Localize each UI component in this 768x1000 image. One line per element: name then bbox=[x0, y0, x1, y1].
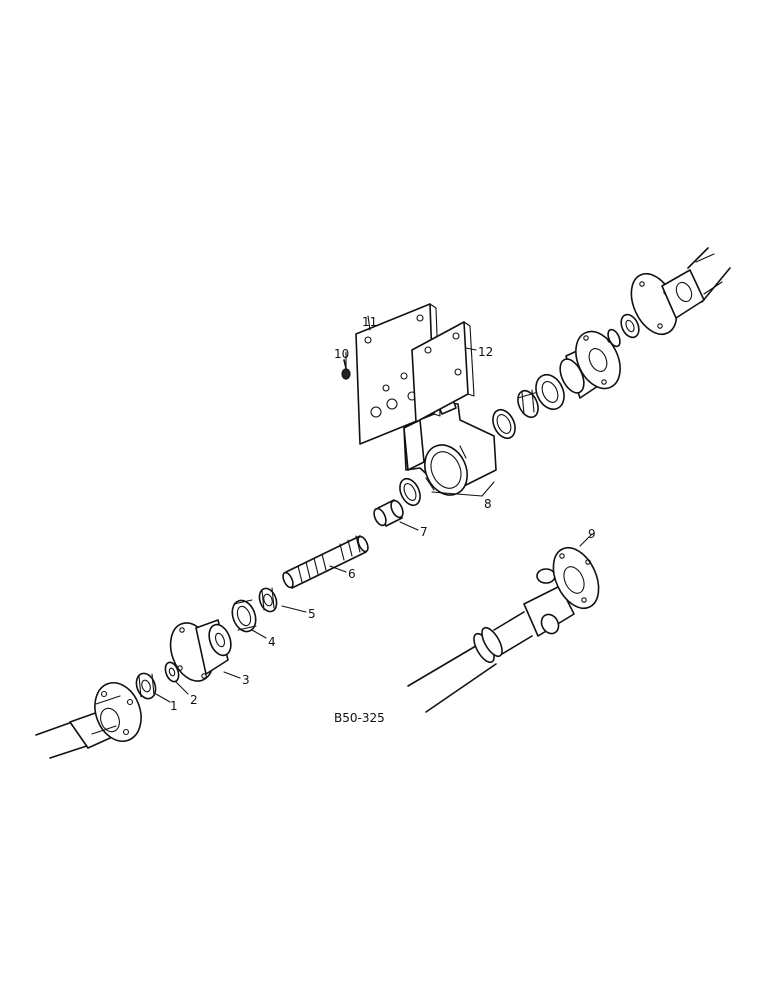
callout-10: 10 bbox=[334, 347, 349, 361]
callout-4: 4 bbox=[268, 635, 276, 649]
part-2-washer bbox=[164, 661, 180, 683]
drawing-code: B50-325 bbox=[334, 711, 385, 725]
right-washer-nut bbox=[607, 313, 640, 348]
part-1-nut bbox=[135, 672, 157, 700]
callout-8: 8 bbox=[484, 497, 492, 511]
callout-labels: 1 2 3 4 5 6 7 8 9 10 11 12 B50-325 bbox=[170, 315, 596, 725]
left-drive-shaft bbox=[35, 682, 142, 759]
callout-9: 9 bbox=[588, 527, 596, 541]
part-9-drive-shaft bbox=[407, 546, 600, 713]
part-5-bearing-cone bbox=[258, 587, 278, 613]
callout-12: 12 bbox=[478, 345, 493, 359]
part-8-housing bbox=[399, 391, 516, 507]
callout-7: 7 bbox=[420, 525, 428, 539]
part-3-flange bbox=[169, 619, 232, 682]
callout-11: 11 bbox=[362, 315, 377, 329]
part-7-bushing bbox=[373, 499, 404, 527]
part-4-bearing bbox=[231, 599, 257, 633]
callout-2: 2 bbox=[190, 693, 198, 707]
callout-6: 6 bbox=[348, 567, 356, 581]
callout-1: 1 bbox=[170, 699, 178, 713]
leader-lines bbox=[155, 315, 593, 703]
right-bearing-assembly bbox=[517, 373, 565, 419]
callout-5: 5 bbox=[308, 607, 316, 621]
upper-right-drive-shaft bbox=[630, 247, 731, 336]
part-6-shaft bbox=[282, 535, 369, 589]
part-12-plate bbox=[411, 321, 475, 423]
callout-3: 3 bbox=[242, 673, 250, 687]
right-flange bbox=[559, 330, 621, 399]
